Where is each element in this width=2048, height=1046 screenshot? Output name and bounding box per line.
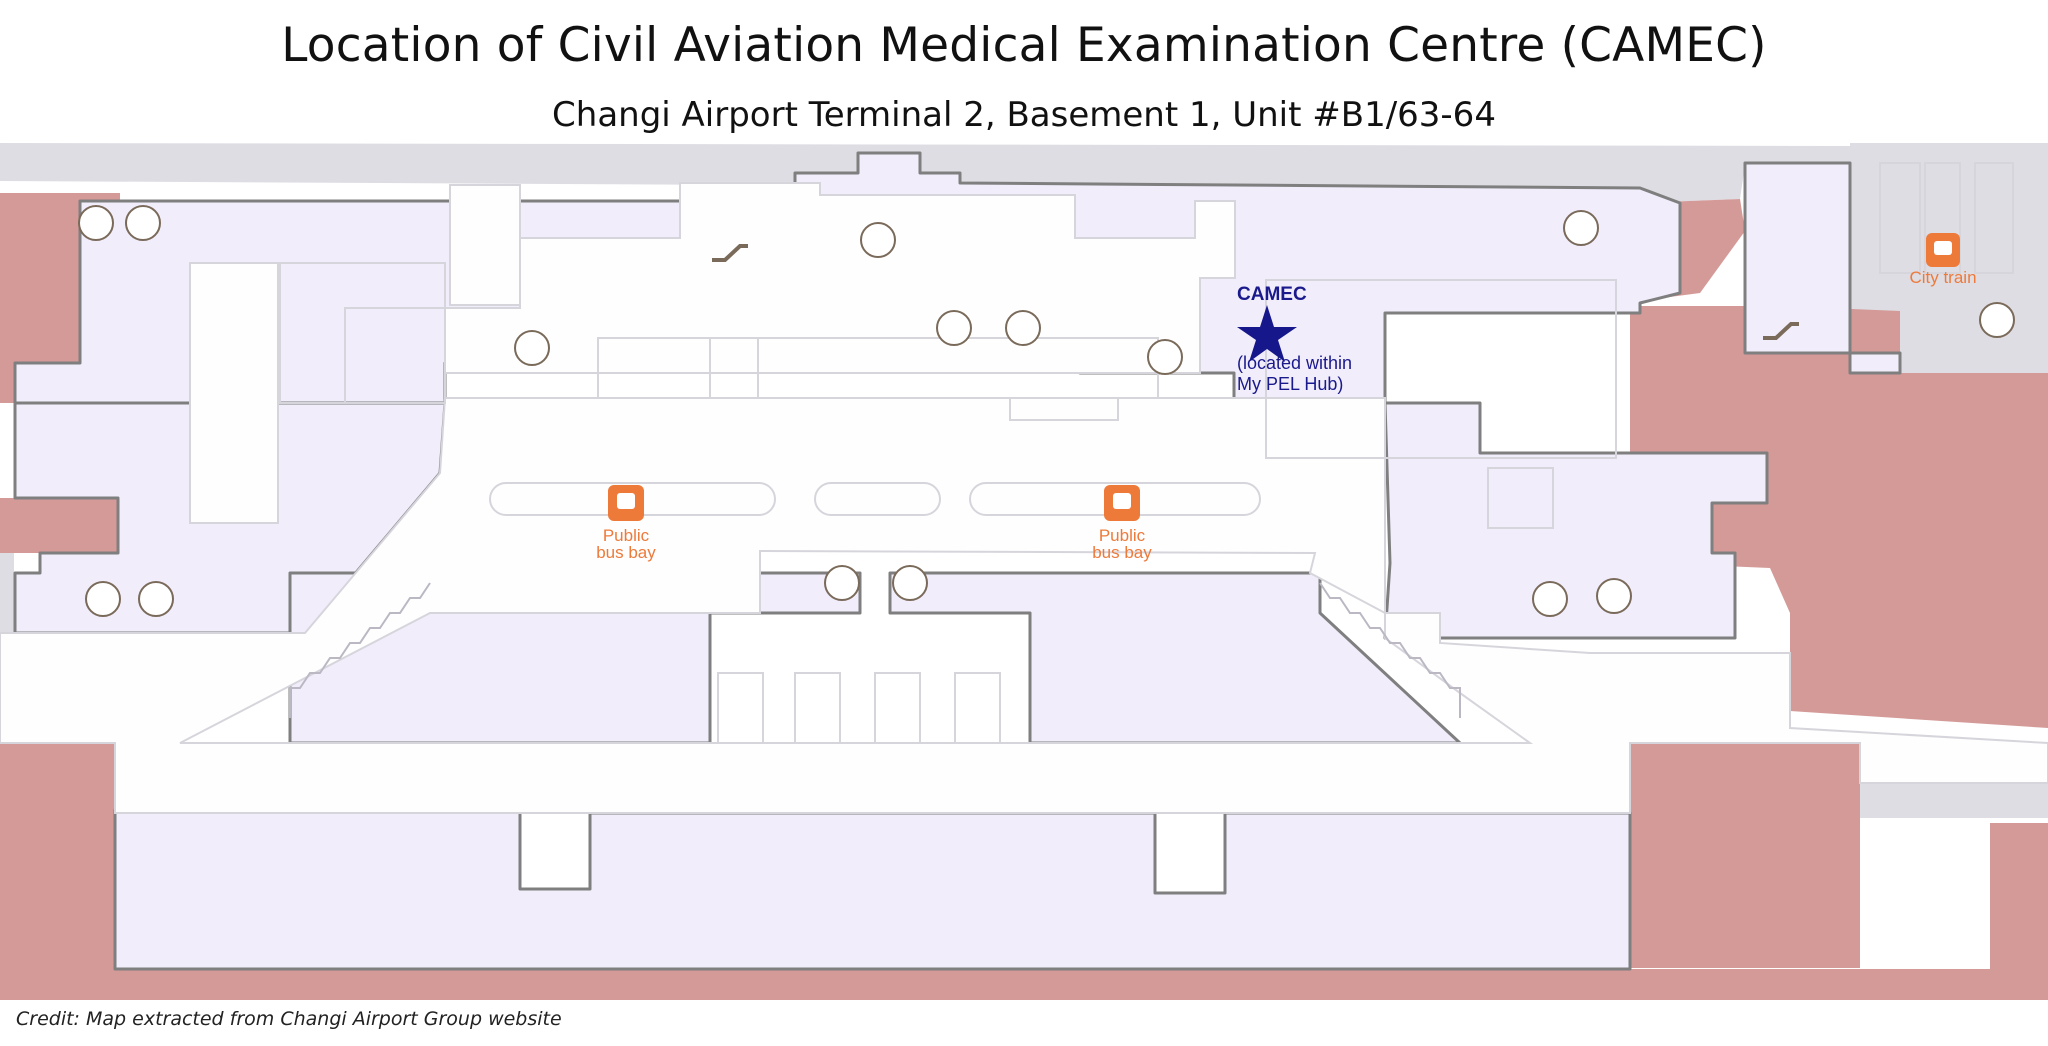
page-subtitle: Changi Airport Terminal 2, Basement 1, U…: [552, 95, 1496, 135]
camec-label: CAMEC: [1237, 284, 1307, 305]
building-right-corner: [1870, 823, 2048, 1000]
lift-icon: [860, 222, 896, 258]
room-8: [794, 672, 841, 744]
building-left-lower: [0, 733, 118, 1000]
camec-star-icon: [1237, 305, 1297, 362]
bus-bay-west: Public bus bay: [596, 485, 656, 562]
lift-icon: [1979, 302, 2015, 338]
restroom-icon: [1596, 578, 1632, 614]
baby-care-icon: [1147, 339, 1183, 375]
restroom-icon: [125, 205, 161, 241]
floor-south-hall: [113, 808, 1632, 971]
baby-care-icon: [514, 330, 550, 366]
room-10: [954, 672, 1001, 744]
bus-bay-east: Public bus bay: [1092, 485, 1152, 562]
bus-bay-label-line2: bus bay: [596, 543, 656, 562]
room-2: [344, 307, 446, 404]
room-12: [1924, 162, 1961, 274]
escalator-icon: [712, 244, 748, 262]
building-left-mid: [0, 498, 118, 553]
restroom-icon: [85, 581, 121, 617]
page-title: Location of Civil Aviation Medical Exami…: [281, 18, 1767, 73]
bus-bay-label-line1: Public: [1099, 526, 1146, 545]
credit-text: Credit: Map extracted from Changi Airpor…: [16, 1008, 562, 1030]
camec-note-line2: My PEL Hub): [1237, 374, 1343, 394]
road-left: [0, 553, 14, 633]
escalator-icons: [712, 244, 1799, 340]
city-train: City train: [1909, 233, 1977, 287]
room-9: [874, 672, 921, 744]
stair-east: [1319, 582, 1461, 718]
room-5: [1265, 279, 1617, 459]
walkway-west-column: [189, 262, 279, 524]
lift-icon: [1532, 581, 1568, 617]
room-6: [1487, 467, 1554, 529]
room-4: [1009, 397, 1119, 421]
room-13: [1974, 162, 2014, 274]
building-right-upper: [1630, 306, 2048, 728]
restroom-icon: [892, 565, 928, 601]
restroom-icon: [1563, 210, 1599, 246]
prayer-room-icon: [1005, 310, 1041, 346]
bus-bay-label-line2: bus bay: [1092, 543, 1152, 562]
terminal-floor-map: Public bus bay Public bus bay City train…: [0, 143, 2048, 1000]
room-11: [1879, 162, 1921, 274]
escalator-icon: [1763, 322, 1799, 340]
stair-west: [289, 582, 431, 718]
walkway-north-left: [449, 184, 521, 306]
restroom-icon: [824, 565, 860, 601]
city-train-label: City train: [1909, 268, 1976, 287]
building-right-lower: [1630, 741, 1860, 968]
stair-edges: [289, 582, 1461, 718]
camec-note-line1: (located within: [1237, 353, 1352, 373]
building-bottom: [110, 969, 1870, 1000]
lift-icon: [138, 581, 174, 617]
facility-icons: [78, 205, 2015, 617]
baby-care-icon: [936, 310, 972, 346]
camec-marker: CAMEC (located within My PEL Hub): [1237, 284, 1352, 394]
floor-station-block: [1743, 161, 1902, 375]
restroom-icon: [78, 205, 114, 241]
room-7: [717, 672, 764, 744]
bus-bay-label-line1: Public: [603, 526, 650, 545]
walkway-island-2: [814, 482, 941, 516]
